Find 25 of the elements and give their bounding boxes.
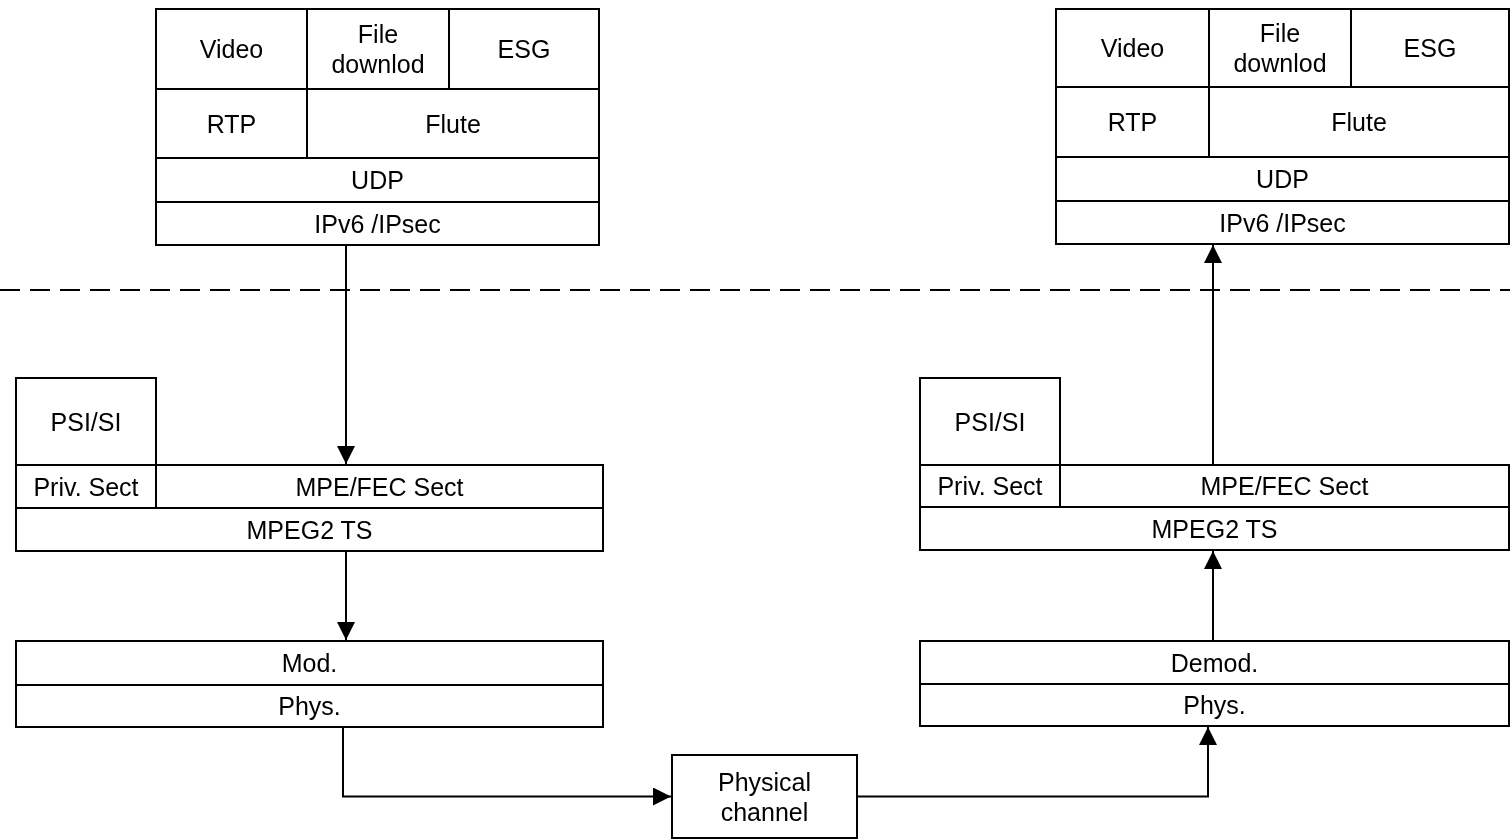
channel-box: Physical channel	[671, 754, 858, 839]
arrow	[337, 245, 355, 465]
arrow	[1204, 244, 1222, 465]
protocol-layer-box: ESG	[1350, 8, 1510, 88]
protocol-layer-box: PSI/SI	[15, 377, 157, 466]
protocol-layer-box: Demod.	[919, 640, 1510, 685]
arrow	[1204, 550, 1222, 641]
protocol-layer-box: MPEG2 TS	[919, 506, 1510, 551]
protocol-layer-box: Phys.	[15, 684, 604, 728]
protocol-layer-box: IPv6 /IPsec	[1055, 200, 1510, 245]
protocol-layer-box: IPv6 /IPsec	[155, 201, 600, 246]
protocol-layer-box: MPE/FEC Sect	[155, 464, 604, 509]
arrow	[337, 551, 355, 641]
protocol-layer-box: PSI/SI	[919, 377, 1061, 466]
protocol-layer-box: MPE/FEC Sect	[1059, 464, 1510, 508]
arrow	[342, 727, 672, 806]
protocol-layer-box: ESG	[448, 8, 600, 90]
protocol-layer-box: Mod.	[15, 640, 604, 686]
protocol-layer-box: UDP	[155, 157, 600, 203]
protocol-layer-box: Phys.	[919, 683, 1510, 727]
protocol-layer-box: MPEG2 TS	[15, 507, 604, 552]
protocol-layer-box: Video	[1055, 8, 1210, 88]
arrow	[857, 726, 1217, 798]
protocol-layer-box: Video	[155, 8, 308, 90]
protocol-layer-box: UDP	[1055, 156, 1510, 202]
